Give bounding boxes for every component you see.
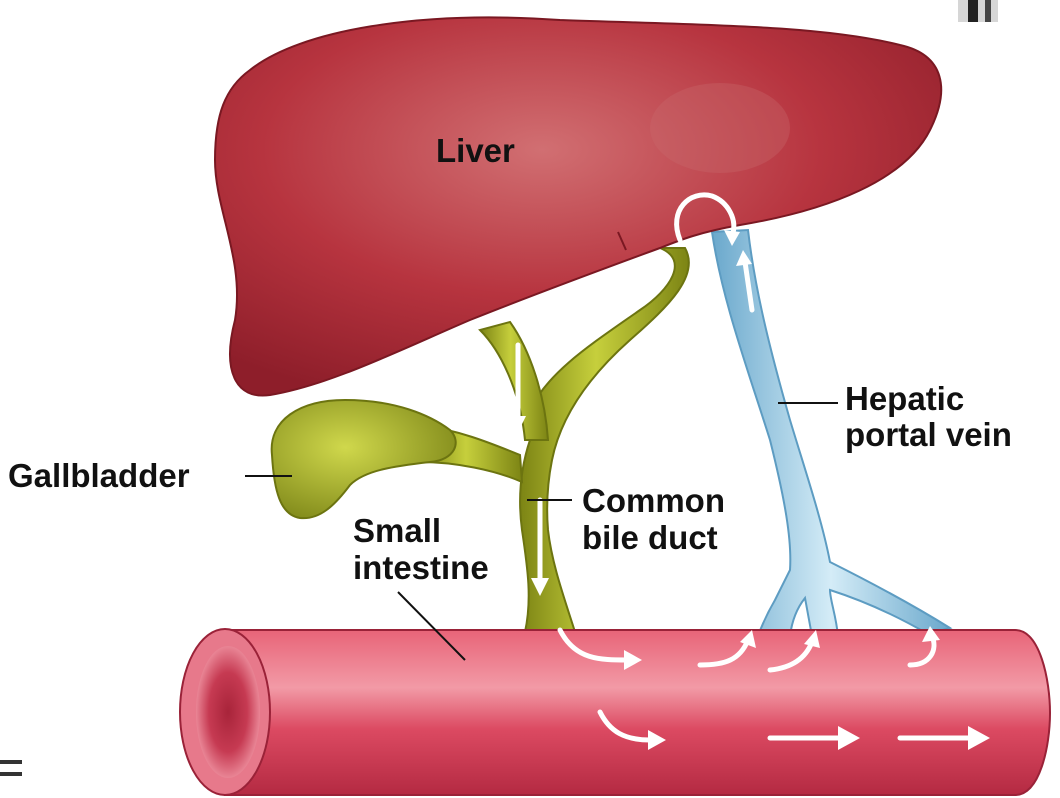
hepatic-portal-vein-label-line1: Hepatic — [845, 380, 964, 417]
common-bile-duct-label-line1: Common — [582, 482, 725, 519]
liver-organ — [215, 17, 941, 395]
small-intestine-label-line1: Small — [353, 512, 441, 549]
liver-label: Liver — [436, 132, 515, 169]
gallbladder-label: Gallbladder — [8, 457, 190, 494]
small-intestine-label-line2: intestine — [353, 549, 489, 586]
small-intestine-tube — [180, 629, 1050, 795]
hepatic-portal-vein-label-line2: portal vein — [845, 416, 1012, 453]
common-bile-duct-label-line2: bile duct — [582, 519, 718, 556]
gallbladder-organ — [272, 400, 456, 518]
